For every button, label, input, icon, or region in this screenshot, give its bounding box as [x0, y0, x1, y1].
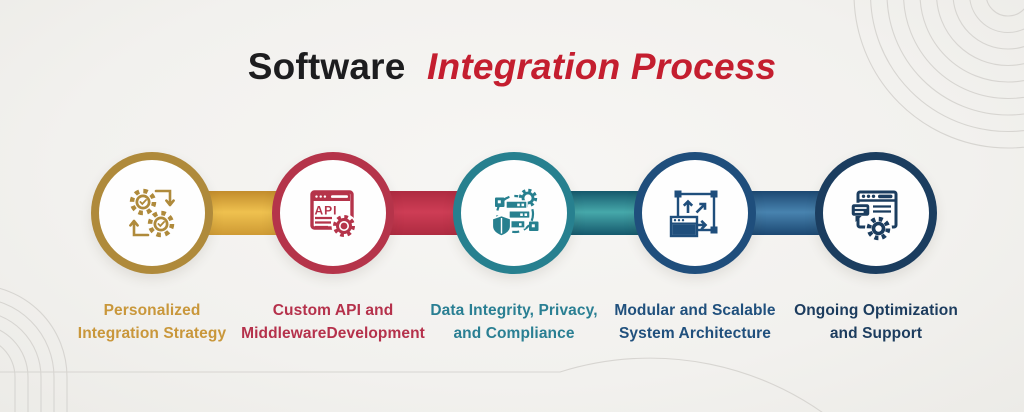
step-label-line1: Personalized [103, 302, 201, 319]
process-step-1: Personalized Integration Strategy [52, 152, 252, 345]
step-label: Modular and Scalable System Architecture [595, 299, 795, 345]
step-label-line1: Ongoing Optimization [794, 302, 958, 319]
rounded-arc-lines-ornament [0, 287, 823, 412]
step-label-line2: Integration Strategy [77, 325, 227, 342]
step-label: Personalized Integration Strategy [52, 299, 252, 345]
step-label: Custom API and MiddlewareDevelopment [233, 299, 433, 345]
browser-chat-gear-icon [850, 190, 898, 242]
step-label-line2: and Support [829, 325, 923, 342]
process-step-5: Ongoing Optimization and Support [776, 152, 976, 345]
title-normal: Software [247, 46, 406, 87]
api-browser-gear-icon: API [310, 190, 357, 239]
title-highlight: Integration Process [427, 46, 777, 87]
process-step-4: Modular and Scalable System Architecture [595, 152, 795, 345]
sync-gears-check-icon [129, 188, 175, 238]
step-label-line1: Data Integrity, Privacy, [430, 302, 598, 319]
process-step-3: Data Integrity, Privacy, and Compliance [414, 152, 614, 345]
step-label-line1: Modular and Scalable [614, 302, 776, 319]
process-step-2: API Custom API and MiddlewareDevelopment [233, 152, 433, 345]
step-label-line1: Custom API and [272, 302, 394, 319]
step-circle [634, 152, 756, 274]
database-shield-gear-icon [491, 188, 539, 237]
step-circle: API [272, 152, 394, 274]
step-circle [91, 152, 213, 274]
step-label: Ongoing Optimization and Support [776, 299, 976, 345]
step-label-line2: System Architecture [618, 325, 772, 342]
step-circle [815, 152, 937, 274]
concentric-circles-ornament [853, 0, 1024, 149]
page-title: Software Integration Process [0, 46, 1024, 88]
scalable-frame-arrows-icon [669, 190, 718, 238]
step-circle [453, 152, 575, 274]
step-label: Data Integrity, Privacy, and Compliance [414, 299, 614, 345]
step-label-line2: MiddlewareDevelopment [241, 325, 425, 342]
api-text: API [315, 204, 338, 218]
step-label-line2: and Compliance [453, 325, 575, 342]
